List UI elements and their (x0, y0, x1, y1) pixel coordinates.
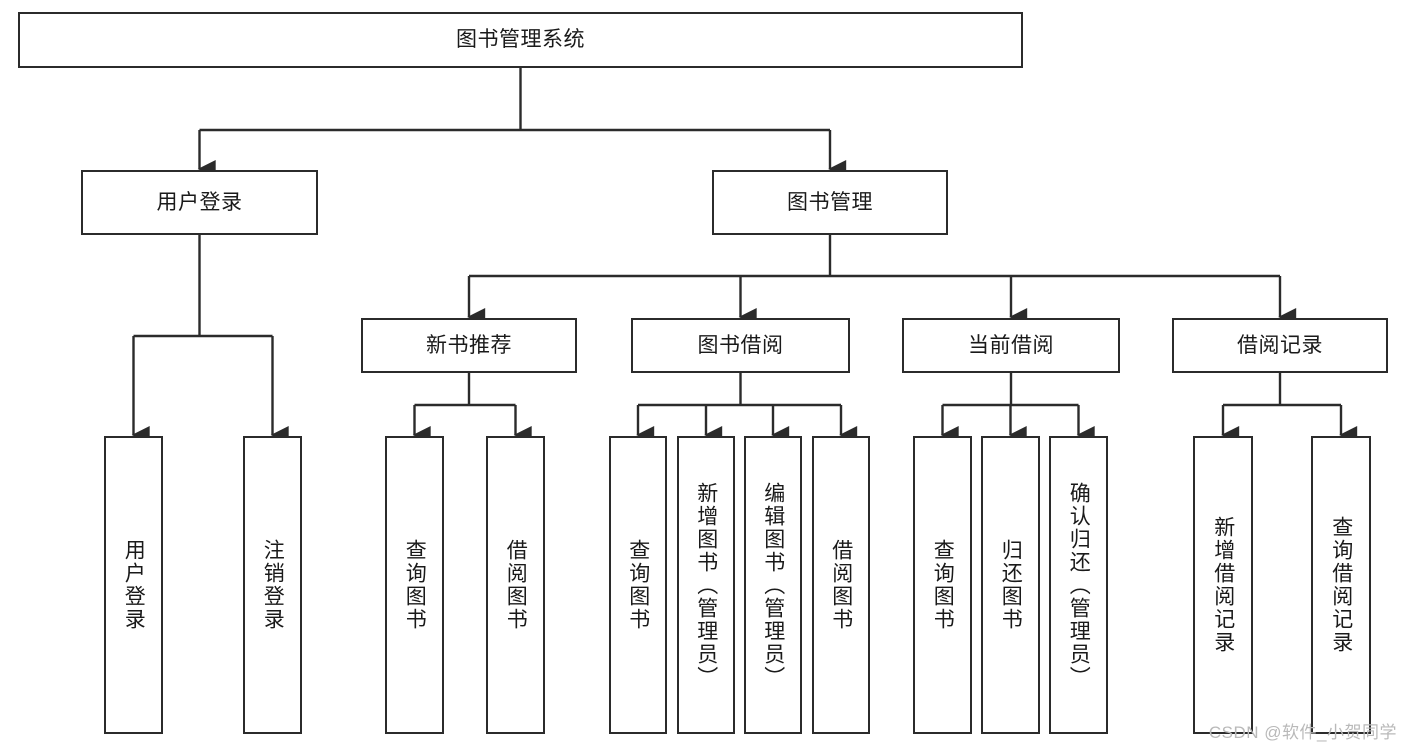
node-borrow-book-recommend[interactable]: 借阅图书 (486, 436, 545, 734)
node-edit-book-admin[interactable]: 编辑图书（管理员） (744, 436, 802, 734)
node-borrow-book-borrow-label: 借阅图书 (829, 539, 853, 631)
node-query-book-recommend-label: 查询图书 (403, 539, 427, 631)
node-current-borrow-label: 当前借阅 (968, 333, 1054, 357)
node-book-management[interactable]: 图书管理 (712, 170, 948, 235)
node-borrow-record[interactable]: 借阅记录 (1172, 318, 1388, 373)
node-user-login-leaf-label: 用户登录 (122, 539, 146, 631)
node-confirm-return-admin-label: 确认归还（管理员） (1067, 481, 1091, 689)
node-current-borrow[interactable]: 当前借阅 (902, 318, 1120, 373)
node-query-book-borrow-label: 查询图书 (626, 539, 650, 631)
node-root[interactable]: 图书管理系统 (18, 12, 1023, 68)
node-add-book-admin-label: 新增图书（管理员） (694, 481, 718, 689)
node-return-book[interactable]: 归还图书 (981, 436, 1040, 734)
node-query-book-current-label: 查询图书 (931, 539, 955, 631)
csdn-watermark: CSDN @软件_小贺同学 (1208, 723, 1397, 742)
node-query-book-borrow[interactable]: 查询图书 (609, 436, 667, 734)
node-query-borrow-record[interactable]: 查询借阅记录 (1311, 436, 1371, 734)
node-return-book-label: 归还图书 (999, 539, 1023, 631)
node-query-book-current[interactable]: 查询图书 (913, 436, 972, 734)
node-edit-book-admin-label: 编辑图书（管理员） (761, 481, 785, 689)
node-root-label: 图书管理系统 (456, 28, 585, 52)
node-book-borrow[interactable]: 图书借阅 (631, 318, 850, 373)
node-add-borrow-record-label: 新增借阅记录 (1211, 516, 1235, 654)
node-query-borrow-record-label: 查询借阅记录 (1329, 516, 1353, 654)
node-borrow-book-borrow[interactable]: 借阅图书 (812, 436, 870, 734)
node-logout-leaf-label: 注销登录 (261, 539, 285, 631)
node-confirm-return-admin[interactable]: 确认归还（管理员） (1049, 436, 1108, 734)
node-book-management-label: 图书管理 (787, 190, 873, 214)
node-borrow-record-label: 借阅记录 (1237, 333, 1323, 357)
node-borrow-book-recommend-label: 借阅图书 (504, 539, 528, 631)
node-new-book-recommend-label: 新书推荐 (426, 333, 512, 357)
node-book-borrow-label: 图书借阅 (697, 333, 784, 357)
node-logout-leaf[interactable]: 注销登录 (243, 436, 302, 734)
node-user-login-leaf[interactable]: 用户登录 (104, 436, 163, 734)
node-query-book-recommend[interactable]: 查询图书 (385, 436, 444, 734)
node-add-borrow-record[interactable]: 新增借阅记录 (1193, 436, 1253, 734)
node-new-book-recommend[interactable]: 新书推荐 (361, 318, 577, 373)
node-add-book-admin[interactable]: 新增图书（管理员） (677, 436, 735, 734)
node-user-login-l2-label: 用户登录 (156, 190, 243, 214)
node-user-login-l2[interactable]: 用户登录 (81, 170, 318, 235)
